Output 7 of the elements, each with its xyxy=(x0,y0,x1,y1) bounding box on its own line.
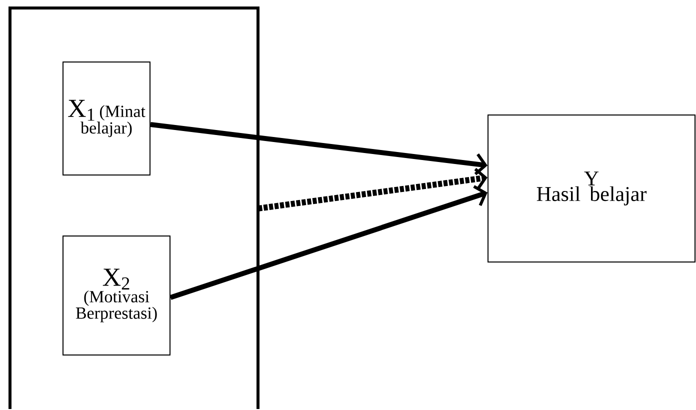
variable-box: Y Hasil belajar xyxy=(488,114,696,262)
variable-box: X$_{2}$ (Motivasi Berprestasi) xyxy=(62,236,170,356)
arrow xyxy=(150,122,488,176)
variable-box: X$_{1}$ (Minat belajar) xyxy=(62,62,150,176)
arrow xyxy=(258,168,488,212)
arrow xyxy=(170,185,488,300)
group-frame xyxy=(8,6,260,409)
